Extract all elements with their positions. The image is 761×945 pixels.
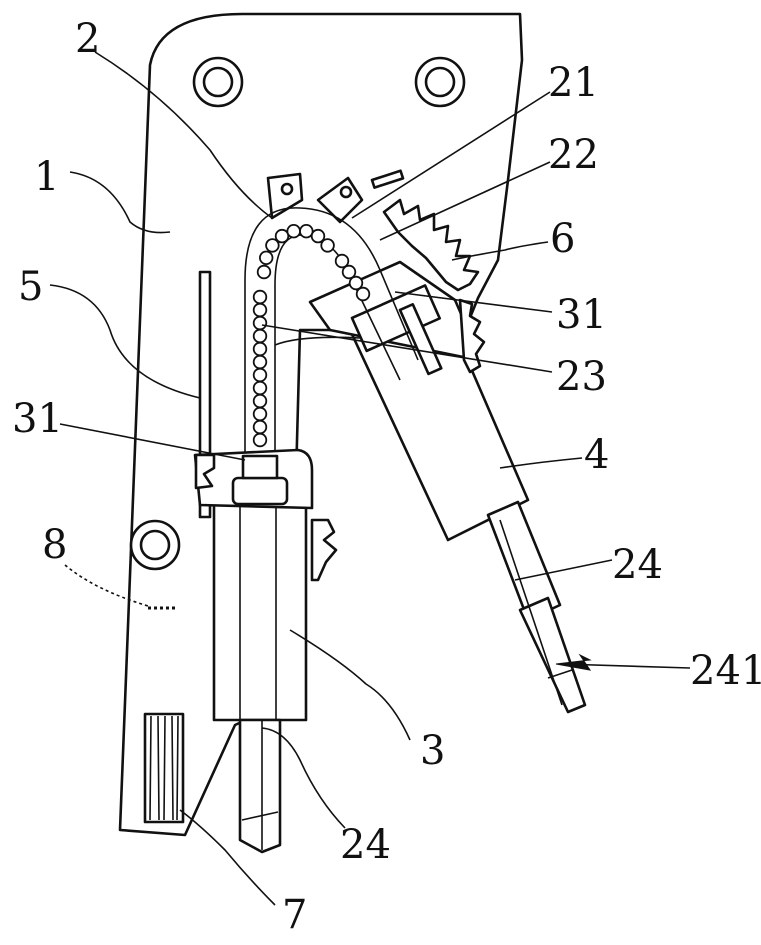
coil-stripe bbox=[157, 715, 160, 821]
leader-23 bbox=[261, 324, 553, 373]
chain-ball bbox=[252, 289, 268, 305]
coil-block bbox=[143, 712, 185, 824]
chain-ball bbox=[355, 286, 371, 302]
vertical-sleeve bbox=[212, 500, 308, 722]
leader-4 bbox=[499, 457, 583, 469]
label-24-bottom: 24 bbox=[340, 822, 391, 868]
chain-guide-outer bbox=[244, 207, 419, 455]
chain-ball bbox=[259, 250, 274, 265]
pointer-arrow-241 bbox=[555, 653, 592, 671]
coil-stripe bbox=[149, 715, 152, 821]
chain-ball bbox=[299, 223, 314, 239]
leader-21 bbox=[351, 91, 551, 219]
chain-ball bbox=[252, 380, 268, 396]
small-stop-block bbox=[370, 169, 405, 189]
mounting-hole-top-left bbox=[192, 56, 244, 108]
chain-ball bbox=[252, 341, 268, 357]
label-7: 7 bbox=[282, 892, 307, 938]
leader-8 bbox=[64, 564, 149, 607]
leader-24-bottom bbox=[261, 727, 346, 829]
leader-2 bbox=[94, 51, 273, 219]
side-latch bbox=[310, 518, 338, 582]
label-23: 23 bbox=[556, 354, 607, 400]
hex-nut bbox=[231, 476, 289, 506]
slanted-inner-slot bbox=[398, 303, 443, 376]
slanted-rod bbox=[486, 500, 562, 622]
chain-ball bbox=[252, 302, 268, 318]
chain-ball bbox=[274, 228, 290, 244]
label-4: 4 bbox=[584, 432, 609, 478]
chain-guide-link bbox=[274, 336, 361, 346]
label-31-left: 31 bbox=[12, 396, 63, 442]
vertical-strip bbox=[198, 270, 212, 519]
label-3: 3 bbox=[420, 728, 445, 774]
toothed-rack bbox=[382, 198, 480, 292]
chain-ball bbox=[252, 419, 268, 435]
chain-ball bbox=[252, 393, 268, 409]
chain-ball bbox=[265, 238, 280, 253]
label-21: 21 bbox=[548, 60, 599, 106]
vertical-rod bbox=[238, 718, 282, 854]
chain-ball bbox=[334, 253, 350, 269]
chain-ball bbox=[252, 432, 268, 448]
label-241: 241 bbox=[690, 648, 761, 694]
mounting-hole-left bbox=[129, 519, 181, 571]
label-8: 8 bbox=[42, 522, 67, 568]
leader-1 bbox=[69, 171, 171, 234]
slanted-inner-block bbox=[350, 284, 442, 353]
gear-segment bbox=[458, 298, 486, 374]
leader-31-left bbox=[59, 423, 246, 461]
coil-stripe bbox=[171, 715, 174, 821]
coil-stripe bbox=[176, 715, 179, 821]
chain-ball bbox=[341, 264, 357, 280]
label-1: 1 bbox=[34, 154, 59, 200]
leader-5 bbox=[49, 284, 201, 399]
leader-6 bbox=[451, 241, 549, 261]
slanted-rod-tip bbox=[518, 596, 587, 714]
chain-ball bbox=[252, 354, 268, 370]
coil-stripe bbox=[163, 715, 166, 821]
label-5: 5 bbox=[18, 264, 43, 310]
chain-ball bbox=[252, 328, 268, 344]
chain-ball bbox=[286, 223, 301, 239]
chain-ball bbox=[256, 264, 272, 280]
left-hook bbox=[194, 453, 216, 490]
chain-ball bbox=[320, 238, 335, 253]
mounting-hole-top-right bbox=[414, 56, 466, 108]
chain-ball bbox=[348, 275, 364, 291]
leader-241 bbox=[561, 663, 691, 669]
label-31-right: 31 bbox=[556, 292, 607, 338]
leader-24-right bbox=[514, 559, 613, 581]
chain-tab-left bbox=[266, 172, 304, 220]
label-22: 22 bbox=[548, 132, 599, 178]
label-2: 2 bbox=[75, 16, 100, 62]
leader-3 bbox=[289, 629, 411, 741]
chain-ball bbox=[252, 367, 268, 383]
leader-31-right bbox=[394, 291, 553, 313]
leader-22 bbox=[379, 161, 551, 241]
ball-chain bbox=[252, 223, 371, 448]
nut-neck bbox=[241, 454, 279, 480]
chain-ball bbox=[310, 228, 326, 244]
chain-ball bbox=[252, 315, 268, 331]
chain-ball bbox=[252, 406, 268, 422]
label-6: 6 bbox=[550, 216, 575, 262]
label-24-right: 24 bbox=[612, 542, 663, 588]
leader-7 bbox=[179, 809, 276, 906]
